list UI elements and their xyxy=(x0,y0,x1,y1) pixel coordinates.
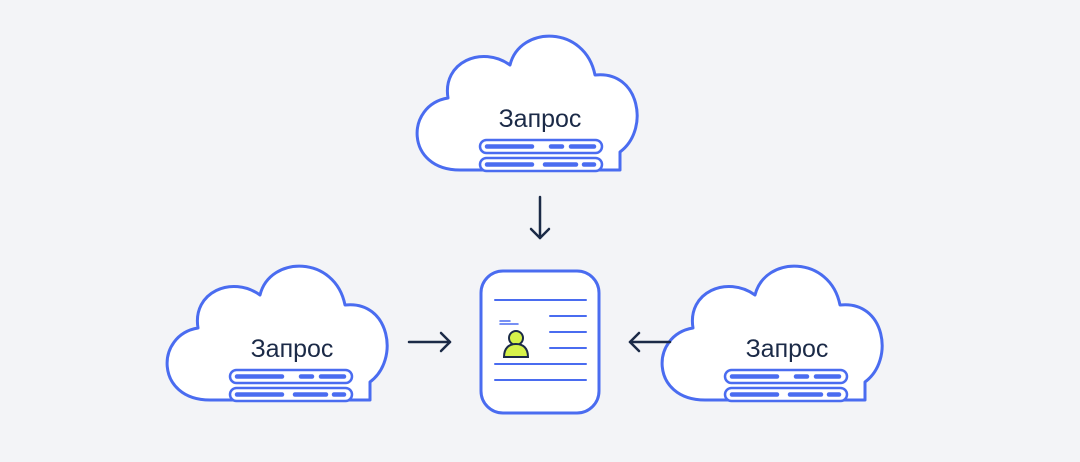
cloud-label: Запрос xyxy=(499,105,582,133)
cloud-right: Запрос xyxy=(660,264,884,401)
user-icon xyxy=(502,330,530,358)
cloud-label: Запрос xyxy=(746,335,829,363)
cloud-left: Запрос xyxy=(165,264,389,401)
profile-document-icon xyxy=(479,269,601,415)
arrow-left-icon xyxy=(628,331,672,353)
cloud-top: Запрос xyxy=(415,34,639,171)
cloud-label: Запрос xyxy=(251,335,334,363)
document-frame xyxy=(479,269,601,415)
arrow-down-icon xyxy=(529,195,551,240)
document-lines xyxy=(494,299,587,381)
arrow-right-icon xyxy=(407,331,452,353)
